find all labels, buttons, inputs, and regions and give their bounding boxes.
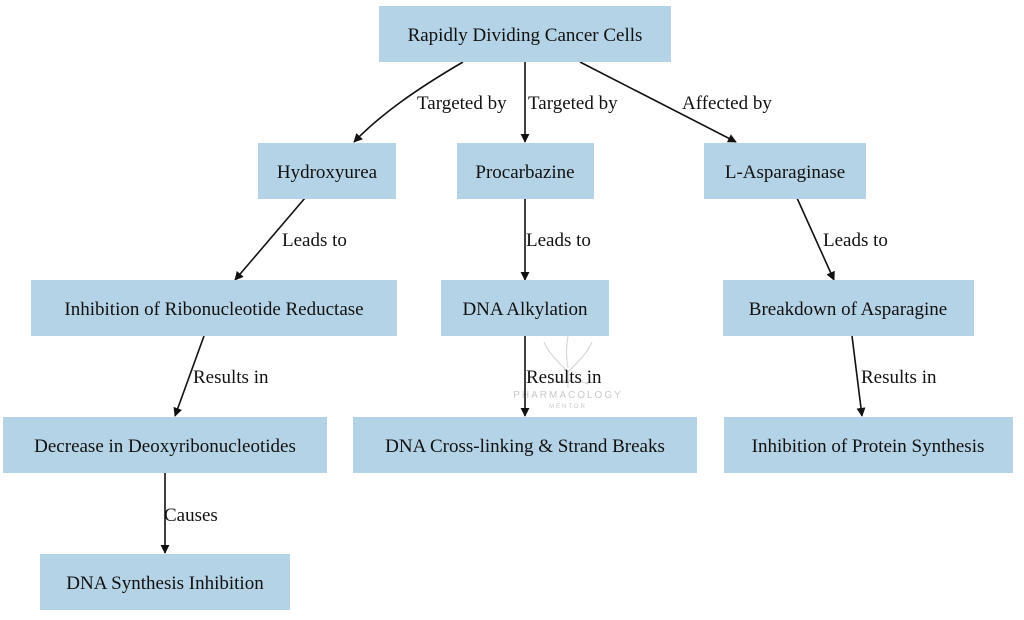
node-inhibition-protein-label: Inhibition of Protein Synthesis xyxy=(752,436,985,457)
edge-label-leads-to-alkylation: Leads to xyxy=(526,230,591,251)
edge-label-results-in-protein: Results in xyxy=(861,367,937,388)
node-hydroxyurea-label: Hydroxyurea xyxy=(277,162,378,183)
watermark-line1: PHARMACOLOGY xyxy=(513,390,623,401)
edge-label-leads-to-rnr: Leads to xyxy=(282,230,347,251)
node-inhibition-rnr: Inhibition of Ribonucleotide Reductase xyxy=(31,280,397,336)
node-cancer-cells: Rapidly Dividing Cancer Cells xyxy=(379,6,671,62)
watermark: PHARMACOLOGY MENTOR xyxy=(513,335,623,410)
node-dna-crosslinking: DNA Cross-linking & Strand Breaks xyxy=(353,417,697,473)
edge-cancer-to-hydroxyurea xyxy=(353,61,464,143)
node-l-asparaginase-label: L-Asparaginase xyxy=(725,162,845,183)
node-dna-alkylation: DNA Alkylation xyxy=(441,280,609,336)
node-dna-synthesis-inhibition-label: DNA Synthesis Inhibition xyxy=(66,573,264,594)
edge-label-causes: Causes xyxy=(164,505,218,526)
node-inhibition-rnr-label: Inhibition of Ribonucleotide Reductase xyxy=(64,299,363,320)
tree-icon xyxy=(543,335,593,388)
edge-label-affected-by: Affected by xyxy=(682,93,772,114)
node-breakdown-asparagine-label: Breakdown of Asparagine xyxy=(749,299,947,320)
node-cancer-cells-label: Rapidly Dividing Cancer Cells xyxy=(408,25,643,46)
node-decrease-deoxy: Decrease in Deoxyribonucleotides xyxy=(3,417,327,473)
edge-label-targeted-by-procarbazine: Targeted by xyxy=(528,93,618,114)
node-procarbazine-label: Procarbazine xyxy=(475,162,574,183)
edge-label-targeted-by-hydroxyurea: Targeted by xyxy=(417,93,507,114)
node-l-asparaginase: L-Asparaginase xyxy=(704,143,866,199)
edge-label-results-in-crosslinking: Results in xyxy=(526,367,602,388)
node-breakdown-asparagine: Breakdown of Asparagine xyxy=(723,280,974,336)
node-dna-synthesis-inhibition: DNA Synthesis Inhibition xyxy=(40,554,290,610)
edge-cancer-to-l-asparaginase xyxy=(579,61,737,143)
node-decrease-deoxy-label: Decrease in Deoxyribonucleotides xyxy=(34,436,296,457)
watermark-line2: MENTOR xyxy=(549,404,587,410)
edge-breakdown-to-inhibition-protein xyxy=(851,335,866,417)
node-hydroxyurea: Hydroxyurea xyxy=(258,143,396,199)
node-inhibition-protein: Inhibition of Protein Synthesis xyxy=(724,417,1013,473)
edge-hydroxyurea-to-inhibition-rnr xyxy=(234,197,306,281)
edge-label-leads-to-breakdown: Leads to xyxy=(823,230,888,251)
node-procarbazine: Procarbazine xyxy=(457,143,594,199)
edge-label-results-in-decrease: Results in xyxy=(193,367,269,388)
node-dna-crosslinking-label: DNA Cross-linking & Strand Breaks xyxy=(385,436,665,457)
edge-l-asparaginase-to-breakdown xyxy=(796,197,835,281)
node-dna-alkylation-label: DNA Alkylation xyxy=(462,299,588,320)
edge-inhibition-rnr-to-decrease xyxy=(173,335,205,417)
